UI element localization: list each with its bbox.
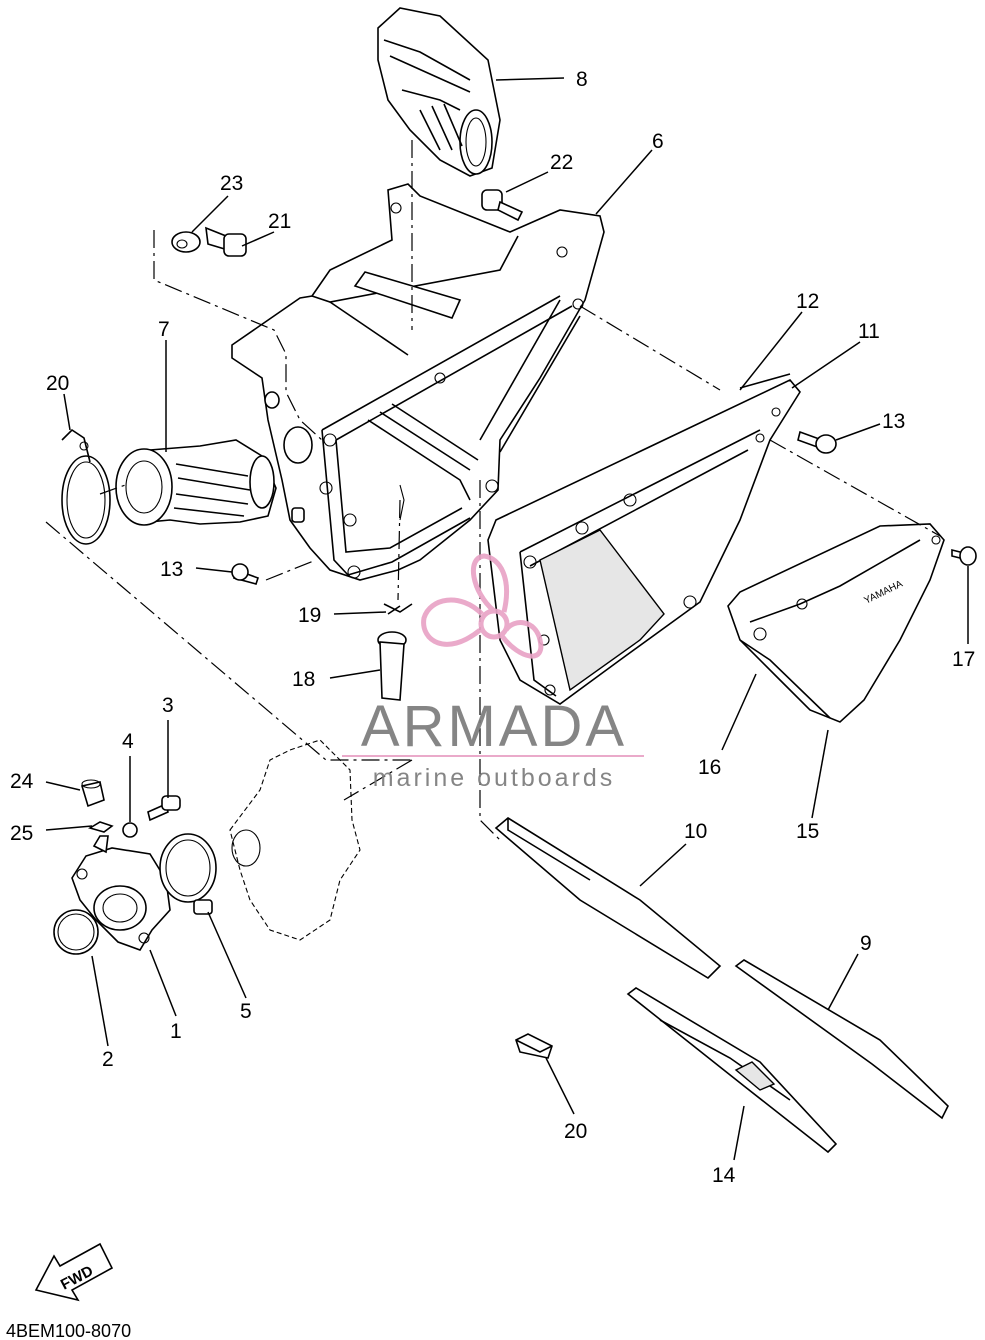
label-2: 2 [102,1048,114,1071]
label-14: 14 [712,1164,736,1187]
label-18: 18 [292,668,315,691]
label-21: 20 [46,372,69,395]
watermark-brand: ARMADA [361,694,627,759]
watermark: ARMADA marine outboards [342,553,644,792]
label-13-upper: 13 [882,410,905,433]
part-labels: 8 6 22 23 21 7 20 12 11 13 13 17 19 18 1… [10,68,975,1187]
label-15: 15 [796,820,819,843]
label-1: 1 [170,1020,182,1043]
label-4: 4 [122,730,134,753]
label-22: 21 [268,210,291,233]
label-9: 9 [860,932,872,955]
label-5: 5 [240,1000,252,1023]
label-16: 16 [698,756,721,779]
element-guide-frame [487,373,801,705]
label-23: 22 [550,151,573,174]
air-box-case [231,183,605,581]
label-7: 7 [158,318,170,341]
bolts [80,189,977,838]
label-11: 11 [858,320,880,343]
label-20: 20 [564,1120,587,1143]
alignment-lines [45,140,941,841]
label-10: 10 [684,820,707,843]
label-24: 23 [220,172,243,195]
propeller-logo-icon [421,553,544,659]
watermark-tagline: marine outboards [373,764,616,792]
label-17: 17 [952,648,975,671]
hose-clamp [61,428,111,545]
fwd-arrow-icon: FWD [34,1242,114,1302]
diagram-code: 4BEM100-8070 [6,1321,131,1340]
intake-duct [377,7,501,177]
drain-plug [377,603,413,701]
label-8: 8 [576,68,588,91]
label-26: 25 [10,822,33,845]
carburetor-joint [53,833,217,955]
label-25: 24 [10,770,34,793]
air-filter-cover [727,523,945,723]
label-19: 19 [298,604,321,627]
label-6: 6 [652,130,664,153]
filter-elements [494,817,949,1154]
sponge-block [515,1033,553,1059]
air-cleaner-joint [115,439,277,526]
leader-lines [45,77,969,1161]
label-12: 12 [796,290,819,313]
carburetor-outline [229,739,361,941]
label-3: 3 [162,694,174,717]
label-13-lower: 13 [160,558,183,581]
